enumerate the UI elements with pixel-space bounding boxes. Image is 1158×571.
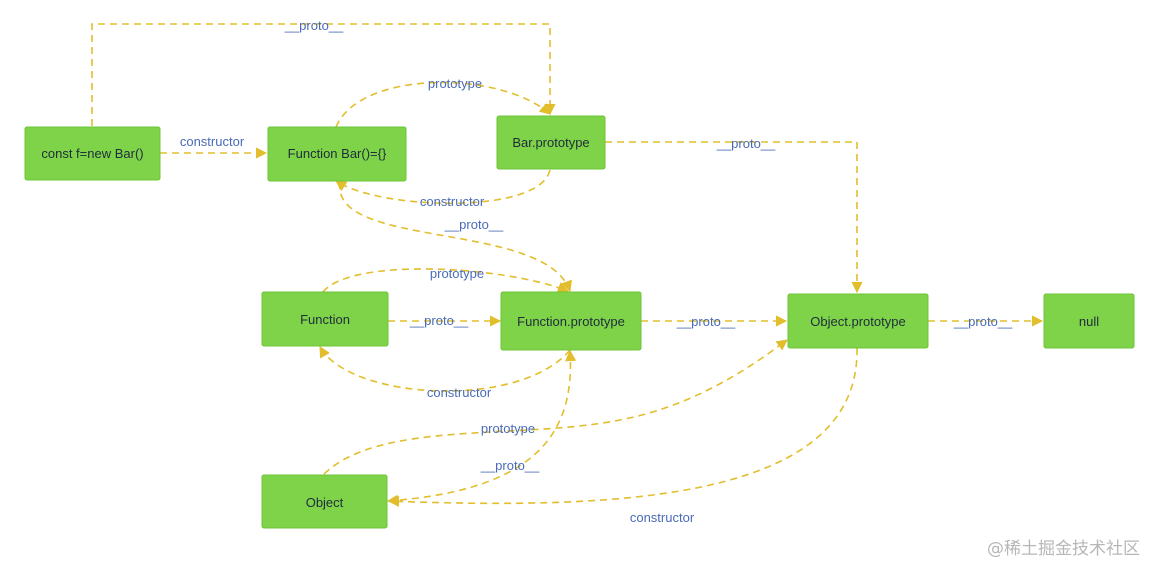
edge-object-proto [386,349,577,506]
edge-label-functionbar-proto: __proto__ [444,217,504,232]
edge-label-object-proto: __proto__ [480,458,540,473]
node-function-prototype: Function.prototype [500,291,642,351]
edge-label-barprototype-constructor: constructor [420,194,485,209]
edge-label-f-constructor: constructor [180,134,245,149]
node-null: null [1043,293,1135,349]
edge-functionprototype-constructor [319,346,571,392]
node-const-f: const f=new Bar() [24,126,161,181]
edge-label-function-proto: __proto__ [409,313,469,328]
edge-f-proto [91,23,556,126]
edge-label-objectprototype-constructor: constructor [630,510,695,525]
node-object: Object [261,474,388,529]
node-bar-prototype: Bar.prototype [496,115,606,170]
edge-barprototype-constructor [335,169,551,205]
edge-label-object-prototype: prototype [481,421,535,436]
edge-label-functionprototype-proto: __proto__ [676,314,736,329]
node-label-object: Object [306,495,344,510]
node-label-function: Function [300,312,350,327]
edge-barprototype-proto [605,141,863,294]
node-label-object-prototype: Object.prototype [810,314,905,329]
edge-label-objectprototype-proto: __proto__ [953,314,1013,329]
edge-label-functionprototype-constructor: constructor [427,385,492,400]
node-object-prototype: Object.prototype [787,293,929,349]
edge-functionbar-prototype [335,81,551,128]
node-label-bar-prototype: Bar.prototype [512,135,589,150]
edge-label-functionbar-prototype: prototype [428,76,482,91]
node-function: Function [261,291,389,347]
edge-objectprototype-constructor [387,347,858,507]
edge-function-prototype [322,268,570,293]
edge-label-function-prototype: prototype [430,266,484,281]
edge-label-barprototype-proto: __proto__ [716,136,776,151]
edge-label-f-proto: __proto__ [284,18,344,33]
node-label-null: null [1079,314,1099,329]
edge-functionbar-proto [339,181,572,293]
node-function-bar: Function Bar()={} [267,126,407,182]
node-label-function-bar: Function Bar()={} [288,146,387,161]
watermark: @稀土掘金技术社区 [987,539,1140,559]
node-label-function-prototype: Function.prototype [517,314,625,329]
edge-object-prototype [323,339,788,475]
node-label-const-f: const f=new Bar() [41,146,143,161]
